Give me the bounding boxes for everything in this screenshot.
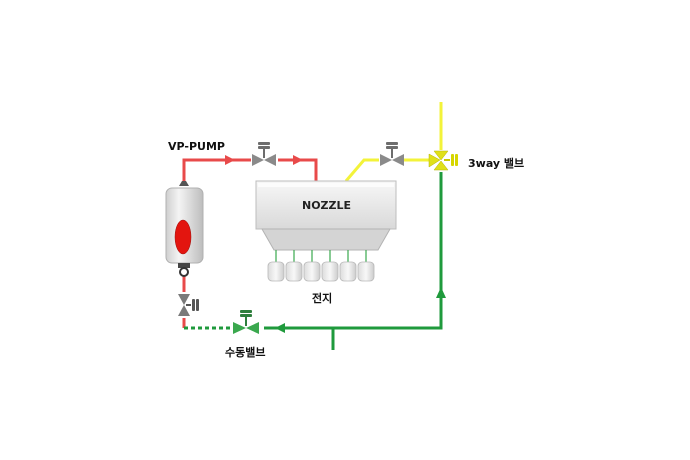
manual-valve-handle-1 [240,310,252,313]
green-pipe [184,172,446,350]
green-flow-arrow-up [436,287,446,298]
battery-cell-4 [321,261,339,282]
manual-valve[interactable] [233,310,259,334]
valve-red-handle-2 [258,146,270,149]
manual-valve-stem [245,314,247,326]
valve-yellow-left-wing [380,154,392,166]
valve-tank-outlet[interactable] [178,294,199,316]
red-pipe [182,155,318,328]
valve-yellow-handle-2 [386,146,398,149]
pump-tank [165,181,204,277]
red-flow-arrow-2 [293,155,303,165]
battery-label: 전지 [312,292,333,305]
three-way-valve-label: 3way 밸브 [468,157,525,170]
valve-outlet-handle-1 [192,299,195,311]
pump-label: VP-PUMP [168,140,225,153]
red-flow-arrow-1 [225,155,235,165]
nozzle-manifold [261,228,391,251]
valve-red-handle-1 [258,142,270,145]
green-flow-arrow-left [275,323,285,333]
three-way-handle-1 [451,154,454,166]
valve-red-left-wing [252,154,264,166]
valve-yellow-stem [391,146,393,158]
battery-cells [267,261,375,282]
nozzle-label: NOZZLE [302,199,352,212]
red-pipe-segment-left [182,158,251,185]
three-way-left-wing [428,153,441,168]
valve-red-line[interactable] [252,142,276,166]
valve-outlet-top-wing [178,294,190,305]
tank-red-window [174,219,192,255]
nozzle-highlight [258,183,394,187]
three-way-bottom-wing [433,160,449,171]
manual-valve-right-wing [246,322,259,334]
three-way-handle-2 [455,154,458,166]
three-way-valve[interactable] [428,150,458,171]
valve-outlet-handle-2 [196,299,199,311]
battery-cell-2 [285,261,303,282]
valve-outlet-bottom-wing [178,305,190,316]
tank-top-fitting [179,181,189,186]
manual-valve-left-wing [233,322,246,334]
three-way-stem [444,159,450,161]
valve-yellow-right-wing [392,154,404,166]
valve-red-stem [263,146,265,158]
yellow-pipe [344,102,443,182]
battery-cell-5 [339,261,357,282]
tank-drain-ring [179,267,189,277]
nozzle-body [255,180,397,230]
tank-bottom-fitting [178,263,190,268]
nozzle-tips [275,250,367,262]
battery-cell-3 [303,261,321,282]
valve-yellow-line[interactable] [380,142,404,166]
nozzle-assembly [255,180,397,262]
green-pipe-main [264,172,443,330]
yellow-pipe-nozzle-out [344,158,379,182]
red-pipe-segment-right [278,158,318,181]
valve-red-right-wing [264,154,276,166]
three-way-top-wing [433,150,449,161]
valve-yellow-handle-1 [386,142,398,145]
valve-outlet-stem [186,304,191,306]
manual-valve-handle-2 [240,314,252,317]
battery-cell-6 [357,261,375,282]
manual-valve-label: 수동밸브 [225,346,266,359]
battery-cell-1 [267,261,285,282]
